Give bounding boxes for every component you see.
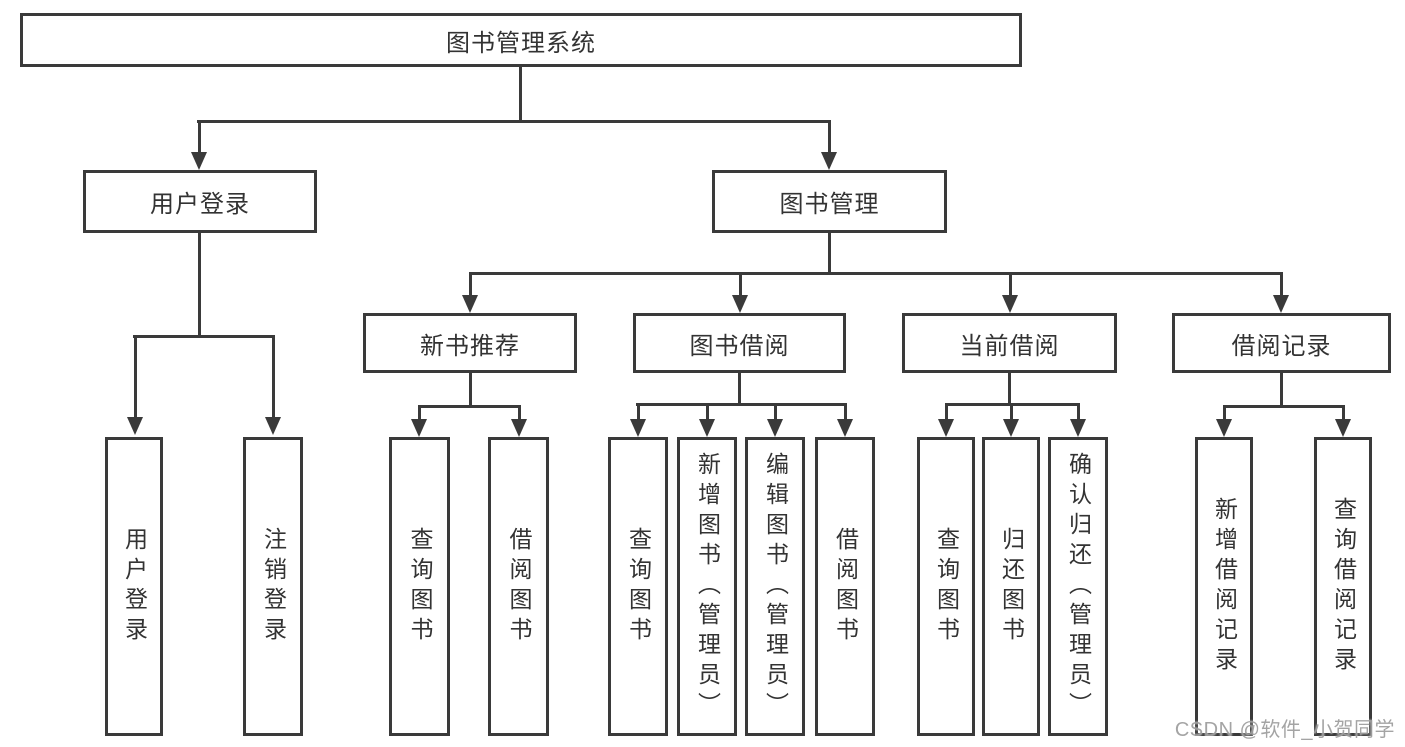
connector-root-stem [519, 67, 522, 120]
connector-recommend-stem [469, 373, 472, 405]
node-borrowing-borrow-books: 借阅图书 [815, 437, 875, 736]
node-borrowing-records: 借阅记录 [1172, 313, 1391, 373]
connector-borrowing-stem [738, 373, 741, 403]
arrow-down-icon [411, 405, 427, 437]
arrow-down-icon [837, 403, 853, 437]
arrow-down-icon [1070, 403, 1086, 437]
arrow-down-icon [699, 403, 715, 437]
node-recommend-borrow-books: 借阅图书 [488, 437, 549, 736]
connector-records-rail [1223, 405, 1344, 408]
arrow-down-icon [462, 272, 478, 313]
connector-book-mgmt-stem [828, 233, 831, 272]
connector-records-stem [1280, 373, 1283, 405]
connector-user-login-stem [198, 233, 201, 335]
arrow-down-icon [511, 405, 527, 437]
node-current-query-books: 查询图书 [917, 437, 975, 736]
node-new-book-recommendation: 新书推荐 [363, 313, 577, 373]
node-library-management-system: 图书管理系统 [20, 13, 1022, 67]
node-book-management: 图书管理 [712, 170, 947, 233]
arrow-down-icon [127, 335, 143, 435]
arrow-down-icon [938, 403, 954, 437]
node-user-login-branch: 用户登录 [83, 170, 317, 233]
arrow-down-icon [767, 403, 783, 437]
arrow-down-icon [1273, 272, 1289, 313]
arrow-down-icon [1003, 403, 1019, 437]
node-return-books: 归还图书 [982, 437, 1040, 736]
node-user-login: 用户登录 [105, 437, 163, 736]
arrow-down-icon [1216, 405, 1232, 437]
connector-borrowing-rail [636, 403, 846, 406]
node-edit-books-admin: 编辑图书（管理员） [745, 437, 805, 736]
arrow-down-icon [1335, 405, 1351, 437]
connector-book-mgmt-rail [469, 272, 1282, 275]
connector-recommend-rail [418, 405, 520, 408]
node-query-borrowing-record: 查询借阅记录 [1314, 437, 1372, 736]
node-add-books-admin: 新增图书（管理员） [677, 437, 737, 736]
arrow-down-icon [191, 120, 207, 170]
node-confirm-return-admin: 确认归还（管理员） [1048, 437, 1108, 736]
arrow-down-icon [265, 335, 281, 435]
arrow-down-icon [630, 403, 646, 437]
node-logout: 注销登录 [243, 437, 303, 736]
connector-root-rail [197, 120, 831, 123]
csdn-watermark: CSDN @软件_小贺同学 [1174, 719, 1395, 741]
node-book-borrowing: 图书借阅 [633, 313, 846, 373]
node-current-borrowing: 当前借阅 [902, 313, 1117, 373]
node-add-borrowing-record: 新增借阅记录 [1195, 437, 1253, 736]
node-borrowing-query-books: 查询图书 [608, 437, 668, 736]
connector-user-login-rail [133, 335, 274, 338]
arrow-down-icon [821, 120, 837, 170]
arrow-down-icon [1002, 272, 1018, 313]
connector-current-stem [1008, 373, 1011, 403]
node-recommend-query-books: 查询图书 [389, 437, 450, 736]
arrow-down-icon [732, 272, 748, 313]
